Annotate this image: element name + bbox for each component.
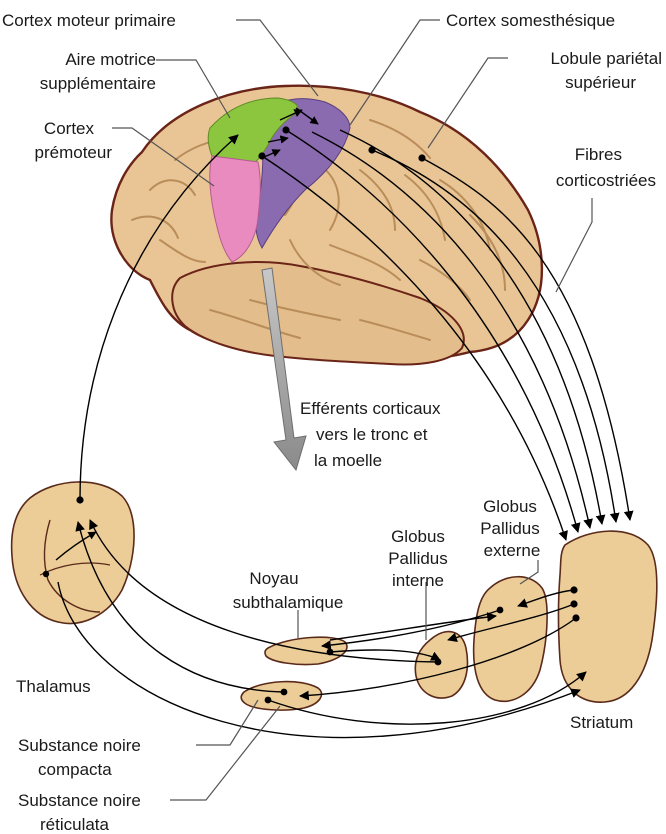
label-lobule-1: Lobule pariétal [550,49,662,68]
label-snc-2: compacta [38,760,112,779]
label-snr-1: Substance noire [18,791,141,810]
label-globus-interne-2: Pallidus [388,549,448,568]
label-cortex-premoteur-2: prémoteur [35,143,113,162]
label-efferents-1: Efférents corticaux [300,399,441,418]
label-aire-motrice-1: Aire motrice [65,50,156,69]
label-efferents-2: vers le tronc et [316,425,428,444]
thalamus-nucleus [12,482,134,623]
label-cortex-moteur-primaire: Cortex moteur primaire [2,11,176,30]
label-striatum: Striatum [570,713,633,732]
label-globus-interne-3: interne [392,571,444,590]
label-snc-1: Substance noire [18,736,141,755]
label-cortex-premoteur-1: Cortex [44,119,95,138]
label-noyau-2: subthalamique [233,593,344,612]
label-fibres-1: Fibres [575,145,622,164]
label-efferents-3: la moelle [314,451,382,470]
label-globus-externe-1: Globus [483,497,537,516]
brain [111,86,541,365]
label-noyau-1: Noyau [249,569,298,588]
label-globus-externe-3: externe [484,541,541,560]
label-cortex-somesthesique: Cortex somesthésique [446,11,615,30]
globus-pallidus-externe-nucleus [474,577,547,702]
label-aire-motrice-2: supplémentaire [40,74,156,93]
label-globus-externe-2: Pallidus [480,519,540,538]
label-fibres-2: corticostriées [556,171,656,190]
label-snr-2: réticulata [40,815,110,834]
label-lobule-2: supérieur [565,73,636,92]
label-globus-interne-1: Globus [391,527,445,546]
label-thalamus: Thalamus [16,677,91,696]
globus-pallidus-interne-nucleus [415,632,467,698]
